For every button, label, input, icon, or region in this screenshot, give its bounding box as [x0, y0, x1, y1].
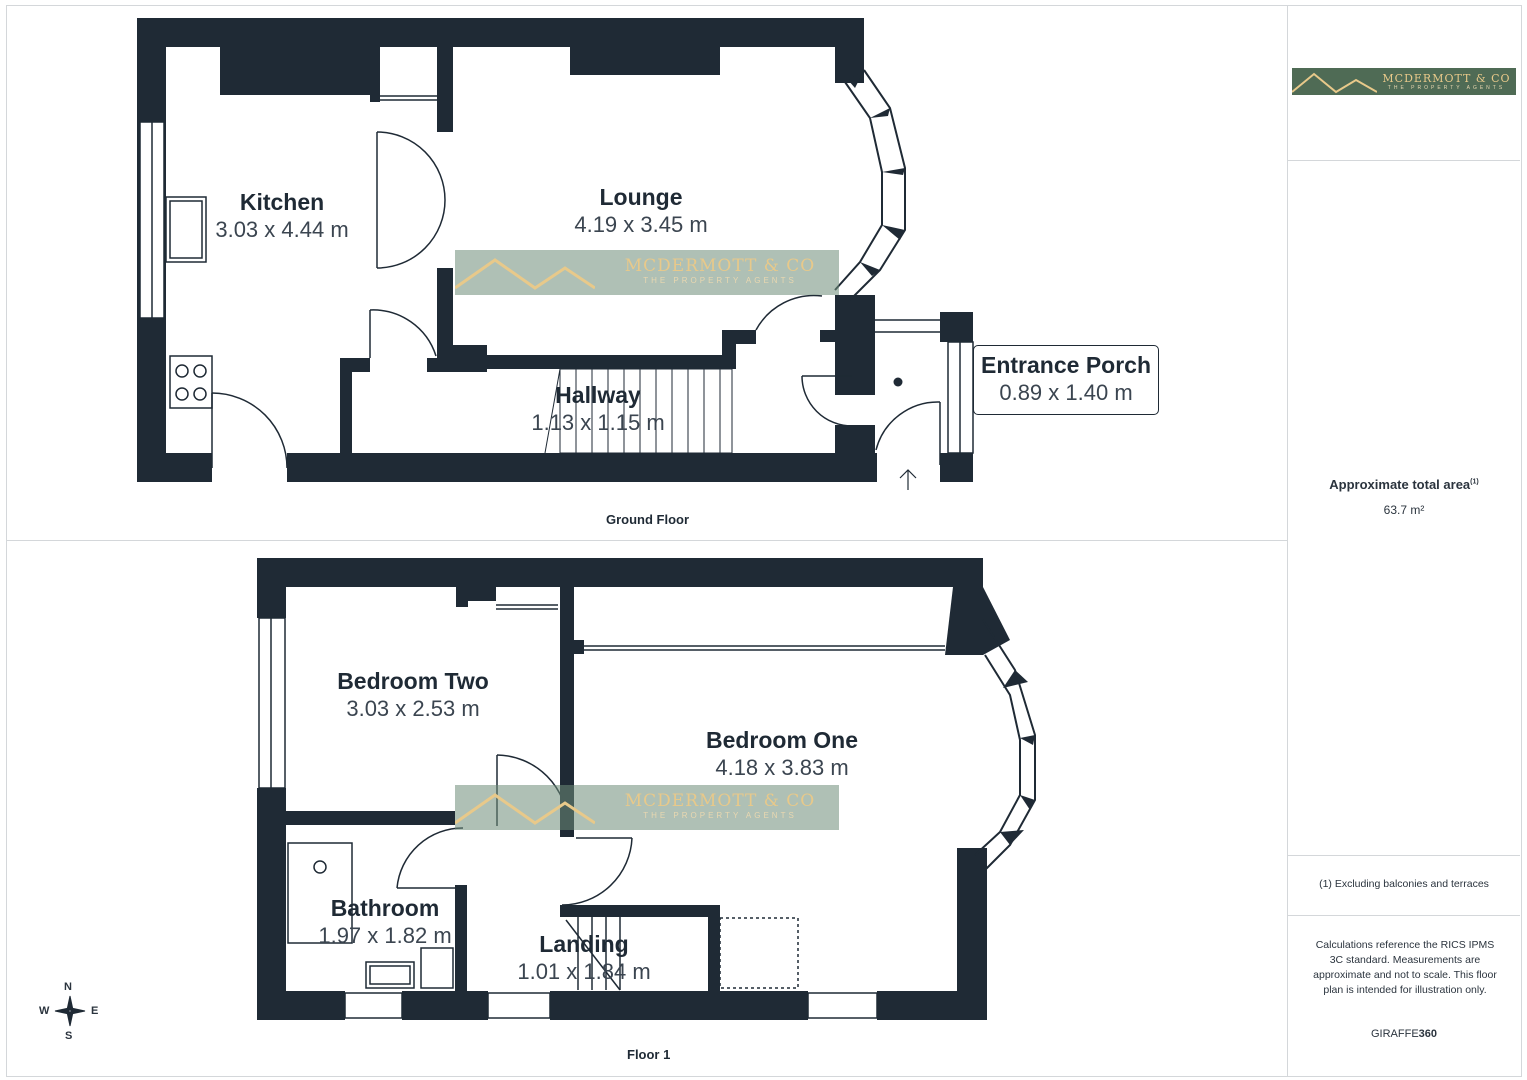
area-value: 63.7 m²: [1383, 503, 1425, 517]
floor-title-first: Floor 1: [627, 1047, 671, 1062]
entrance-arrow-icon: [899, 469, 917, 490]
disclaimer: Calculations reference the RICS IPMS 3C …: [1313, 939, 1497, 996]
watermark-tagline: THE PROPERTY AGENTS: [643, 276, 797, 285]
room-name: Entrance Porch: [981, 352, 1151, 378]
room-name: Landing: [539, 931, 629, 957]
porch-light-icon: [893, 377, 903, 387]
credit-suffix: 360: [1418, 1028, 1438, 1040]
credit: GIRAFFE360: [1290, 1028, 1518, 1040]
room-dimensions: 1.13 x 1.15 m: [531, 410, 665, 435]
house-roofs-icon: [1292, 72, 1377, 94]
sidebar-divider: [1288, 915, 1520, 916]
brand-logo: MCDERMOTT & CO THE PROPERTY AGENTS: [1292, 68, 1516, 95]
room-label-entrance-porch: Entrance Porch 0.89 x 1.40 m: [973, 345, 1159, 415]
area-footnote: (1) Excluding balconies and terraces: [1319, 878, 1489, 890]
area-label: Approximate total area(1): [1290, 477, 1518, 492]
house-roofs-icon: [454, 258, 596, 290]
compass-east: E: [91, 1005, 99, 1017]
area-footnote-marker: (1): [1470, 478, 1479, 486]
watermark-tagline: THE PROPERTY AGENTS: [643, 811, 797, 820]
room-name: Kitchen: [239, 189, 325, 215]
room-label-landing: Landing 1.01 x 1.84 m: [504, 930, 664, 986]
ground-stairs: [544, 368, 733, 454]
compass-rose-icon: [54, 995, 86, 1027]
ground-doors: [211, 95, 974, 469]
area-label-text: Approximate total area: [1329, 477, 1471, 492]
first-floor-walls: [257, 558, 1010, 1020]
room-name: Lounge: [599, 184, 683, 210]
house-roofs-icon: [454, 793, 596, 825]
room-name: Bedroom Two: [337, 668, 489, 694]
first-floor-fixtures: [258, 604, 945, 1019]
compass-south: S: [65, 1030, 73, 1042]
logo-brand: MCDERMOTT & CO: [1382, 71, 1511, 85]
floor-title-ground: Ground Floor: [606, 512, 690, 527]
compass-west: W: [39, 1005, 50, 1017]
sidebar-divider: [1288, 160, 1520, 161]
room-name: Bedroom One: [705, 727, 859, 753]
room-dimensions: 1.01 x 1.84 m: [517, 959, 651, 984]
watermark-logo: MCDERMOTT & CO THE PROPERTY AGENTS: [454, 785, 839, 830]
room-dimensions: 0.89 x 1.40 m: [999, 380, 1133, 405]
credit-prefix: GIRAFFE: [1370, 1028, 1419, 1040]
ground-bay-window: [834, 69, 906, 301]
kitchen-window: [139, 121, 165, 319]
room-dimensions: 1.97 x 1.82 m: [318, 923, 452, 948]
room-dimensions: 3.03 x 4.44 m: [215, 217, 349, 242]
room-name: Hallway: [555, 382, 641, 408]
sidebar-panel: [1287, 5, 1522, 1077]
room-label-bedroom-one: Bedroom One 4.18 x 3.83 m: [692, 726, 872, 782]
logo-tagline: THE PROPERTY AGENTS: [1387, 84, 1506, 91]
room-label-lounge: Lounge 4.19 x 3.45 m: [556, 183, 726, 239]
watermark-brand: MCDERMOTT & CO: [624, 791, 816, 811]
compass-north: N: [64, 981, 72, 993]
watermark-logo: MCDERMOTT & CO THE PROPERTY AGENTS: [454, 250, 839, 295]
room-label-bedroom-two: Bedroom Two 3.03 x 2.53 m: [328, 667, 498, 723]
room-label-bathroom: Bathroom 1.97 x 1.82 m: [305, 894, 465, 950]
first-bay-window: [974, 619, 1036, 871]
room-label-hallway: Hallway 1.13 x 1.15 m: [518, 381, 678, 437]
room-dimensions: 4.19 x 3.45 m: [574, 212, 708, 237]
kitchen-fixtures: [165, 196, 213, 409]
room-dimensions: 4.18 x 3.83 m: [715, 755, 849, 780]
sidebar-divider: [1288, 855, 1520, 856]
room-label-kitchen: Kitchen 3.03 x 4.44 m: [202, 188, 362, 244]
room-dimensions: 3.03 x 2.53 m: [346, 696, 480, 721]
first-bay-mullions: [1000, 670, 1035, 845]
watermark-brand: MCDERMOTT & CO: [624, 256, 816, 276]
room-name: Bathroom: [330, 895, 440, 921]
ground-bay-mullions: [848, 70, 905, 276]
